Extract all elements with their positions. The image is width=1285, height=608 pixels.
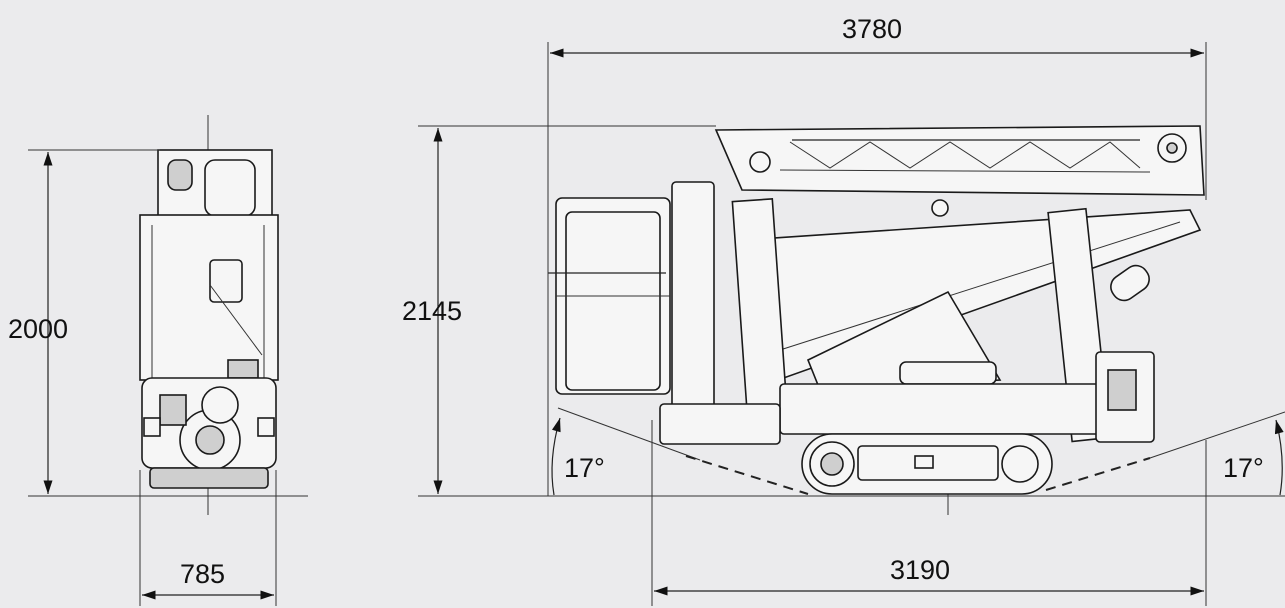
side-basket-bracket	[671, 181, 715, 413]
side-upper-boom	[714, 125, 1205, 196]
side-boom-slot	[1110, 264, 1150, 302]
side-view: 17° 17° 3780 2145 3190	[402, 14, 1285, 606]
side-length-label: 3780	[842, 14, 902, 44]
front-mast-body	[139, 214, 279, 381]
front-panel	[209, 259, 243, 303]
side-front-box	[659, 403, 781, 445]
left-slope-line	[685, 455, 809, 495]
front-width-label: 785	[180, 559, 225, 589]
track-length-label: 3190	[890, 555, 950, 585]
left-angle-label: 17°	[564, 453, 605, 483]
right-slope-line	[1045, 457, 1151, 491]
right-angle-label: 17°	[1223, 453, 1264, 483]
front-control-box	[227, 359, 259, 379]
front-left-light	[143, 417, 161, 437]
side-chassis	[779, 383, 1111, 435]
front-vent	[167, 159, 193, 191]
right-angle-arc	[1274, 419, 1284, 496]
front-tracks	[149, 467, 269, 489]
front-window	[204, 159, 256, 217]
left-angle-arc	[551, 417, 561, 496]
side-height-label: 2145	[402, 296, 462, 326]
front-right-light	[257, 417, 275, 437]
front-height-label: 2000	[8, 314, 68, 344]
front-view: 2000 785	[8, 115, 308, 606]
